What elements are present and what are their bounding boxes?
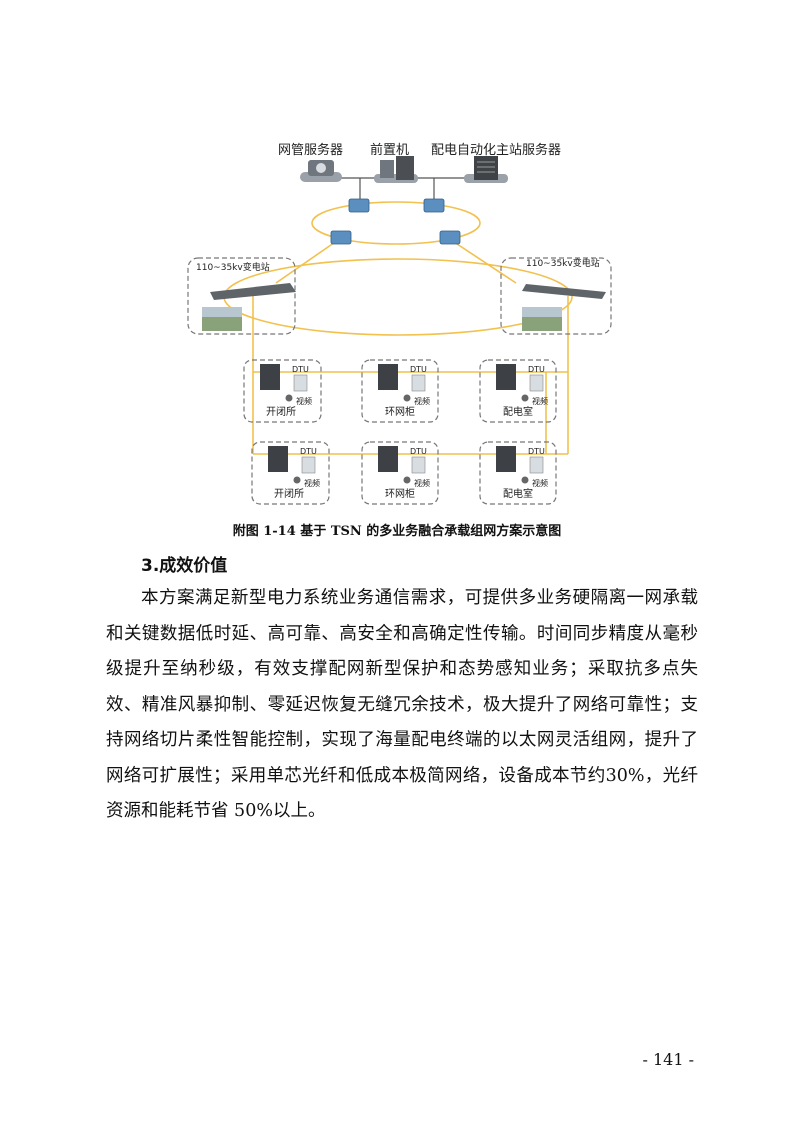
page-number: - 141 -: [642, 1050, 694, 1069]
video-label: 视频: [296, 397, 312, 406]
substation-boxes: [187, 257, 612, 335]
distribution-room-label: 配电室: [503, 407, 533, 418]
nms-server-icon: [300, 160, 342, 182]
substation-right-label: 110~35kv变电站: [526, 259, 600, 269]
substation-left-label: 110~35kv变电站: [196, 263, 270, 273]
substation-switch-icons: [210, 283, 606, 300]
dtu-label: DTU: [528, 365, 545, 374]
video-label: 视频: [304, 479, 320, 488]
switching-station-label: 开闭所: [266, 407, 296, 418]
nms-server-label: 网管服务器: [278, 143, 344, 158]
video-label: 视频: [414, 397, 430, 406]
master-server-label: 配电自动化主站服务器: [431, 143, 562, 158]
front-processor-icon: [374, 156, 418, 183]
dtu-label: DTU: [528, 447, 545, 456]
figure-caption: 附图 1-14 基于 TSN 的多业务融合承载组网方案示意图: [232, 524, 562, 539]
dtu-label: DTU: [410, 447, 427, 456]
video-label: 视频: [532, 479, 548, 488]
ring-main-unit-label: 环网柜: [385, 407, 415, 418]
dtu-label: DTU: [300, 447, 317, 456]
switching-station-label: 开闭所: [274, 489, 304, 500]
dtu-label: DTU: [292, 365, 309, 374]
front-processor-label: 前置机: [370, 143, 410, 158]
master-server-icon: [464, 156, 508, 183]
ring-main-unit-label: 环网柜: [385, 489, 415, 500]
section-heading: 3.成效价值: [141, 556, 228, 576]
station-boxes: [243, 359, 557, 505]
video-label: 视频: [532, 397, 548, 406]
network-diagram: 网管服务器 前置机 配电自动化主站服务器 110~35kv变电站 110~35k…: [186, 136, 620, 508]
video-label: 视频: [414, 479, 430, 488]
network-diagram-graphic: [187, 156, 612, 505]
body-paragraph: 本方案满足新型电力系统业务通信需求，可提供多业务硬隔离一网承载和关键数据低时延、…: [106, 588, 698, 821]
ring-switch-icons: [330, 198, 461, 245]
distribution-room-label: 配电室: [503, 489, 533, 500]
dtu-label: DTU: [410, 365, 427, 374]
substation-photos: [202, 307, 562, 331]
dtu-device-icons: [260, 364, 544, 484]
